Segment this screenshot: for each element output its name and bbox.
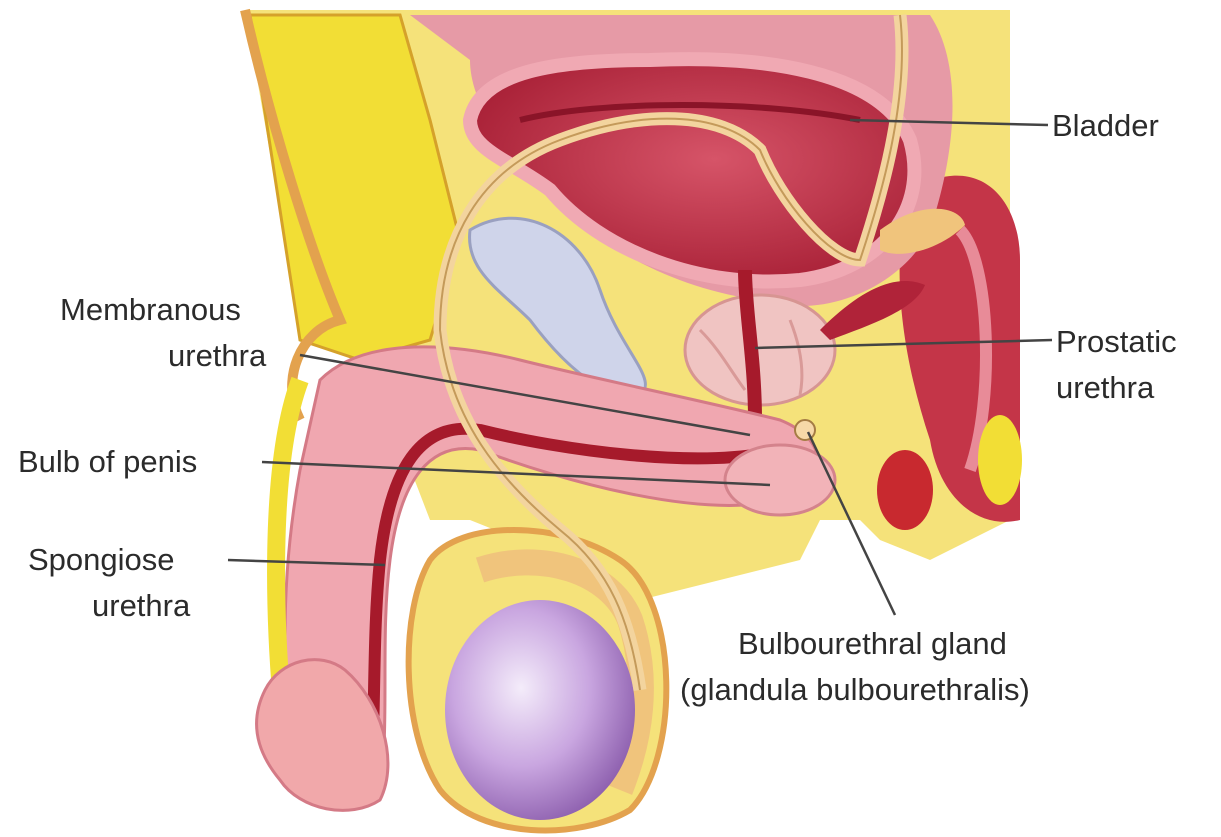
- label-membranous-urethra-line2: urethra: [168, 336, 266, 376]
- testis: [445, 600, 635, 820]
- label-bulbourethral-gland-line2: (glandula bulbourethralis): [680, 670, 1030, 710]
- bulbourethral-gland-shape: [795, 420, 815, 440]
- anal-sphincter-2: [978, 415, 1022, 505]
- label-prostatic-urethra-line1: Prostatic: [1056, 322, 1177, 362]
- label-spongiose-urethra-line2: urethra: [92, 586, 190, 626]
- label-bladder: Bladder: [1052, 106, 1159, 146]
- anal-sphincter: [877, 450, 933, 530]
- label-bulbourethral-gland-line1: Bulbourethral gland: [738, 624, 1007, 664]
- label-spongiose-urethra-line1: Spongiose: [28, 540, 175, 580]
- label-membranous-urethra-line1: Membranous: [60, 290, 241, 330]
- label-bulb-of-penis: Bulb of penis: [18, 442, 197, 482]
- label-prostatic-urethra-line2: urethra: [1056, 368, 1154, 408]
